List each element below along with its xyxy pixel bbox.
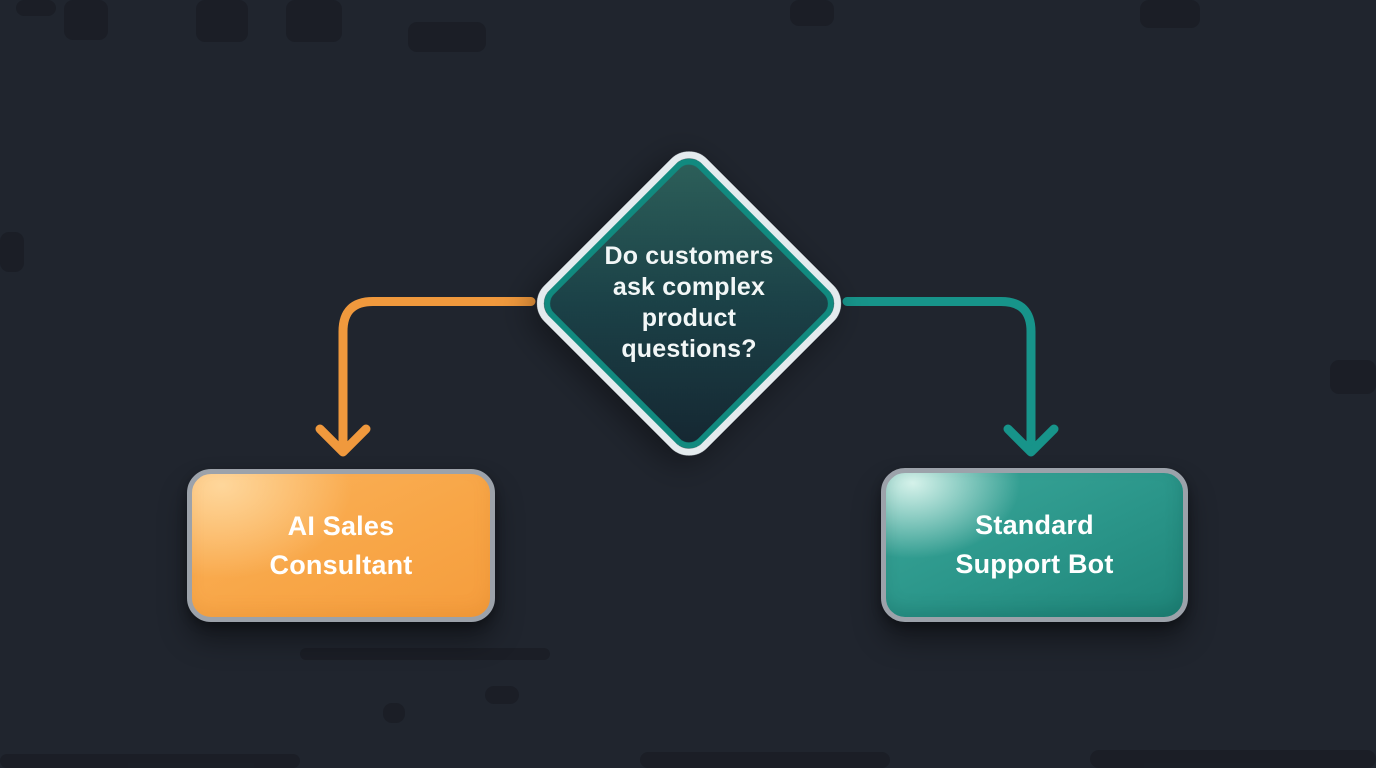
- background-texture-blob: [300, 648, 550, 660]
- left-branch-connector: [338, 297, 536, 451]
- decision-diamond: [536, 151, 842, 456]
- background-texture-blob: [64, 0, 108, 40]
- right-arrow-down-icon: [1003, 424, 1059, 457]
- background-texture-blob: [640, 752, 890, 768]
- background-texture-blob: [790, 0, 834, 26]
- background-texture-blob: [16, 0, 56, 16]
- decision-diamond-outer-border: [536, 151, 842, 456]
- background-texture-blob: [383, 703, 405, 723]
- background-texture-blob: [1090, 750, 1376, 768]
- left-arrow-down-icon: [315, 424, 371, 457]
- background-texture-blob: [1330, 360, 1376, 394]
- right-branch-connector: [842, 297, 1036, 451]
- background-texture-blob: [408, 22, 486, 52]
- decision-diamond-body: [544, 158, 834, 449]
- background-texture-blob: [196, 0, 248, 42]
- background-texture-blob: [0, 232, 24, 272]
- background-texture-blob: [286, 0, 342, 42]
- background-texture-blob: [0, 754, 300, 768]
- background-texture-blob: [485, 686, 519, 704]
- background-texture-blob: [1140, 0, 1200, 28]
